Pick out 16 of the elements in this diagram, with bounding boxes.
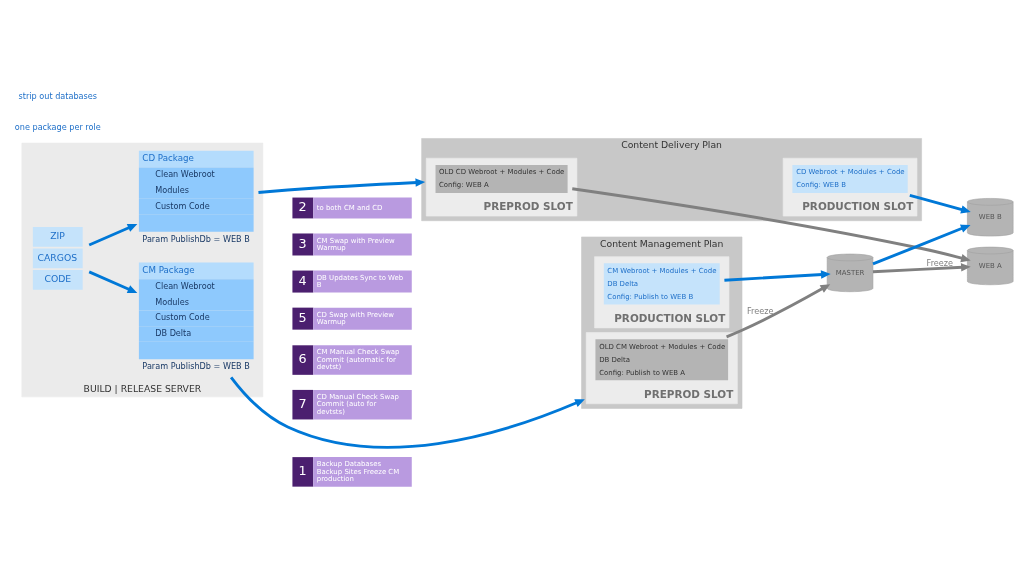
arrow	[572, 187, 971, 263]
arrow	[88, 224, 138, 247]
label: strip out databases	[18, 90, 97, 101]
edge-label: Freeze	[747, 305, 774, 316]
arrow	[872, 263, 971, 274]
label: one package per role	[14, 122, 101, 133]
arrow	[229, 376, 585, 449]
arrow	[724, 270, 831, 282]
arrow	[872, 224, 971, 266]
arrow	[726, 284, 831, 339]
arrow	[258, 178, 426, 194]
node-label: Param PublishDb = WEB B	[142, 361, 250, 372]
arrow	[909, 193, 971, 214]
node-label: Param PublishDb = WEB B	[142, 233, 250, 244]
arrow	[88, 270, 138, 294]
edge-label: Freeze	[926, 258, 954, 269]
